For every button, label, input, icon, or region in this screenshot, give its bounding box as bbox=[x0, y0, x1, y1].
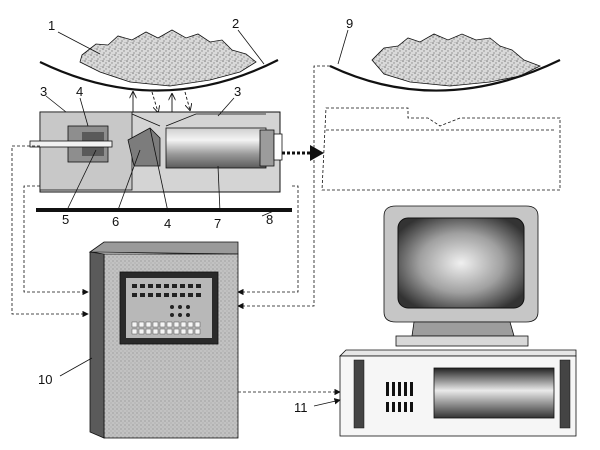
signal-lines bbox=[11, 65, 341, 396]
sample-heap-right bbox=[371, 33, 541, 87]
label-3-right: 3 bbox=[234, 84, 241, 99]
computer-monitor bbox=[383, 205, 539, 347]
radiation-arrows bbox=[133, 92, 190, 112]
label-2: 2 bbox=[232, 16, 239, 31]
conveyor-belt-left bbox=[39, 59, 279, 92]
disk-drive bbox=[433, 367, 555, 419]
conveyor-belt-right bbox=[329, 59, 561, 92]
label-10: 10 bbox=[38, 372, 52, 387]
detector-housing bbox=[29, 111, 283, 193]
base-plate bbox=[36, 208, 292, 212]
second-detector-dashed bbox=[321, 107, 561, 191]
sample-heap-left bbox=[79, 29, 257, 87]
label-8: 8 bbox=[266, 212, 273, 227]
label-6: 6 bbox=[112, 214, 119, 229]
label-3-left: 3 bbox=[40, 84, 47, 99]
label-11: 11 bbox=[294, 400, 308, 415]
computer-case bbox=[339, 349, 577, 437]
signal-arrow bbox=[282, 145, 324, 161]
detector-cylinder bbox=[165, 127, 267, 169]
source-rod bbox=[29, 140, 113, 148]
label-9: 9 bbox=[346, 16, 353, 31]
leader-lines bbox=[45, 29, 349, 407]
control-cabinet bbox=[88, 241, 239, 439]
label-7: 7 bbox=[214, 216, 221, 231]
label-4-bottom: 4 bbox=[164, 216, 171, 231]
monitor-screen bbox=[397, 217, 525, 309]
label-4-top: 4 bbox=[76, 84, 83, 99]
label-5: 5 bbox=[62, 212, 69, 227]
label-1: 1 bbox=[48, 18, 55, 33]
